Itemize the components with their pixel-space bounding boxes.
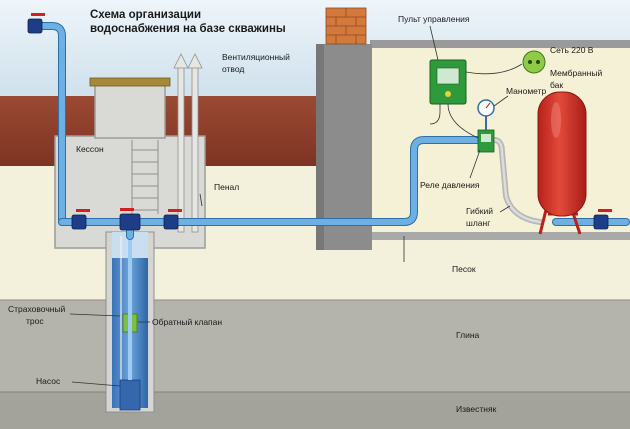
mains-socket-hole-left <box>528 60 532 64</box>
label-hose-1: Гибкий <box>466 206 493 216</box>
leader-pump <box>71 381 121 387</box>
leader-rope <box>69 313 121 317</box>
title-line-1: Схема организации <box>90 9 201 21</box>
panel-cable-to-mains <box>465 63 523 75</box>
label-rope-1: Страховочный <box>8 304 66 314</box>
caisson-lid <box>89 77 171 87</box>
label-hose-2: шланг <box>466 218 490 228</box>
label-ventilation-2: отвод <box>222 64 244 74</box>
valve-tank <box>593 209 612 230</box>
house-wall <box>316 44 372 250</box>
pressure-gauge-needle <box>485 102 491 109</box>
caisson-ladder <box>131 140 159 214</box>
valve-caisson-right <box>163 209 182 230</box>
label-ventilation-1: Вентиляционный <box>222 52 290 62</box>
house-ceiling <box>370 40 630 48</box>
brick-chimney <box>325 7 367 45</box>
label-check-valve: Обратный клапан <box>152 317 222 327</box>
label-mains: Сеть 220 В <box>550 45 594 55</box>
caisson-neck <box>94 83 166 139</box>
title-line-2: водоснабжения на базе скважины <box>90 23 286 35</box>
pipe-left-riser <box>35 23 65 225</box>
valve-caisson-left <box>71 209 90 230</box>
valve-top-left <box>27 13 45 34</box>
leader-casing <box>199 193 203 207</box>
label-tank-1: Мембранный <box>550 68 602 78</box>
label-sand: Песок <box>452 264 476 274</box>
label-pressure-gauge: Манометр <box>506 86 547 96</box>
control-panel-led <box>445 91 451 97</box>
mains-socket-hole-right <box>536 60 540 64</box>
limestone-layer <box>0 392 630 429</box>
label-limestone: Известняк <box>456 404 497 414</box>
mains-socket <box>522 50 546 74</box>
control-panel-screen <box>436 67 460 85</box>
label-clay: Глина <box>456 330 480 340</box>
panel-cable-to-switch <box>447 103 479 139</box>
leader-hose <box>499 205 511 213</box>
label-tank-2: бак <box>550 80 563 90</box>
panel-cable-down <box>429 104 441 125</box>
label-rope-2: трос <box>26 316 44 326</box>
ventilation-pipes <box>173 53 203 233</box>
pipe-main <box>59 137 481 225</box>
leader-switch <box>469 149 481 179</box>
label-casing: Пенал <box>214 182 239 192</box>
label-pump: Насос <box>36 376 61 386</box>
wall-shade <box>316 44 324 250</box>
clay-layer <box>0 300 630 392</box>
flexible-hose-core <box>492 138 542 224</box>
leader-gauge <box>493 95 509 107</box>
label-control-panel: Пульт управления <box>398 14 470 24</box>
membrane-tank <box>537 91 587 217</box>
membrane-tank-highlight <box>551 102 561 138</box>
house-floor <box>370 232 630 240</box>
label-caisson: Кессон <box>76 144 104 154</box>
pump-body <box>119 379 141 411</box>
leader-control-panel <box>429 25 439 61</box>
label-pressure-switch: Реле давления <box>420 180 480 190</box>
valve-caisson-center <box>119 208 141 231</box>
pressure-switch-face <box>481 134 491 142</box>
